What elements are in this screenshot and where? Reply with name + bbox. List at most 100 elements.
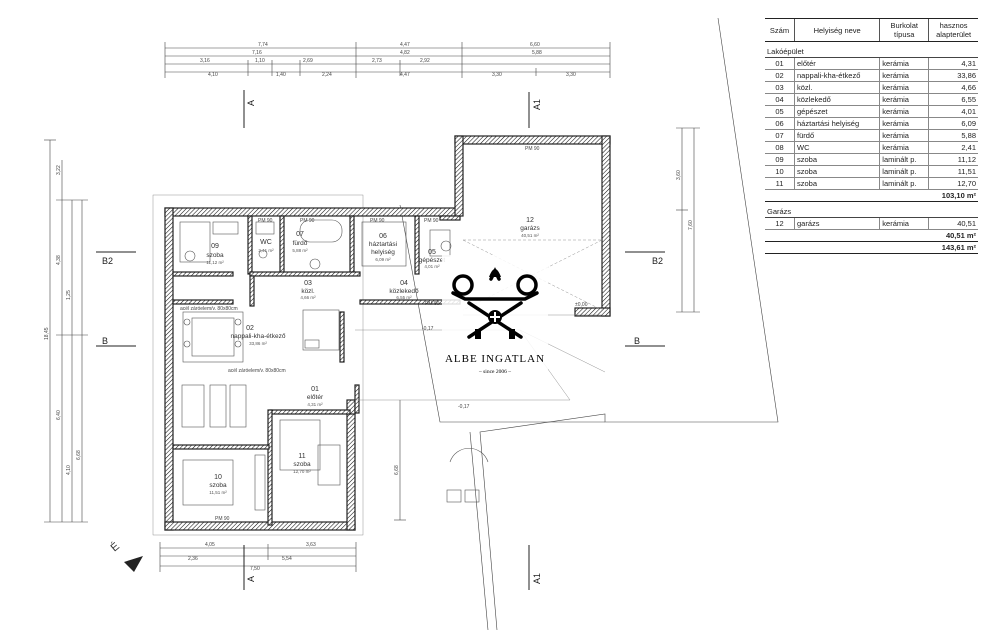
svg-text:4,82: 4,82 <box>400 50 410 56</box>
svg-text:2,92: 2,92 <box>420 58 430 64</box>
svg-text:3,63: 3,63 <box>306 542 316 548</box>
room-11-label: 11 szoba 12,70 m² <box>293 453 311 474</box>
svg-text:-0,17: -0,17 <box>422 326 434 332</box>
svg-text:gépészet: gépészet <box>419 257 446 264</box>
svg-text:05: 05 <box>428 249 436 256</box>
schedule-group-header: Lakóépület <box>765 41 978 58</box>
cell-name: nappali-kha-étkező <box>794 69 880 82</box>
svg-text:11: 11 <box>298 453 305 460</box>
svg-text:33,86 m²: 33,86 m² <box>249 341 267 346</box>
svg-text:ALBE INGATLAN: ALBE INGATLAN <box>445 353 545 365</box>
svg-text:A: A <box>246 576 256 582</box>
svg-text:2,24: 2,24 <box>322 72 332 78</box>
svg-text:B: B <box>102 336 108 346</box>
svg-text:közlekedő: közlekedő <box>389 288 419 295</box>
svg-text:4,38: 4,38 <box>56 255 62 265</box>
cell-area: 6,09 <box>928 117 978 130</box>
svg-text:04: 04 <box>400 280 408 287</box>
plan-notes: PM 90 PM 90 PM 90 PM 90 PM 90 PM 90 PM 9… <box>180 146 588 522</box>
cell-name: gépészet <box>794 105 880 118</box>
svg-text:PM 90: PM 90 <box>425 301 440 307</box>
room-07-label: 07 fürdő 5,88 m² <box>292 231 308 253</box>
svg-text:3,30: 3,30 <box>492 72 502 78</box>
svg-text:B2: B2 <box>102 256 113 266</box>
svg-text:6,60: 6,60 <box>530 42 540 48</box>
right-dimension-chains <box>394 127 700 521</box>
svg-text:WC: WC <box>260 239 272 246</box>
left-dimension-chains <box>44 139 88 523</box>
cell-name: fürdő <box>794 129 880 142</box>
right-dimension-labels: 3,60 7,60 6,68 <box>394 170 694 475</box>
section-lines <box>96 90 665 590</box>
north-arrow: É <box>108 540 143 572</box>
svg-text:±0,00: ±0,00 <box>575 302 588 308</box>
svg-text:PM 90: PM 90 <box>370 218 385 224</box>
cell-num: 07 <box>765 129 795 142</box>
svg-text:3,60: 3,60 <box>676 170 682 180</box>
svg-text:2,36: 2,36 <box>188 556 198 562</box>
cell-floor: kerámia <box>879 141 929 154</box>
svg-text:4,47: 4,47 <box>400 42 410 48</box>
svg-text:5,88: 5,88 <box>532 50 542 56</box>
svg-text:1,25: 1,25 <box>66 290 72 300</box>
svg-text:2,41 m²: 2,41 m² <box>258 248 274 253</box>
cell-floor: laminált p. <box>879 177 929 190</box>
svg-text:1,40: 1,40 <box>276 72 286 78</box>
svg-text:B: B <box>634 336 640 346</box>
cell-floor: kerámia <box>879 57 929 70</box>
cell-num: 06 <box>765 117 795 130</box>
svg-text:PM 90: PM 90 <box>525 146 540 152</box>
cell-num: 09 <box>765 153 795 166</box>
top-dimension-chains <box>164 42 611 78</box>
cell-floor: kerámia <box>879 117 929 130</box>
svg-text:A: A <box>246 100 256 106</box>
svg-text:fürdő: fürdő <box>293 240 308 247</box>
svg-text:1,10: 1,10 <box>255 58 265 64</box>
cell-area: 40,51 <box>928 217 978 230</box>
cell-name: előtér <box>794 57 880 70</box>
svg-text:3,22: 3,22 <box>56 165 62 175</box>
svg-text:4,47: 4,47 <box>400 72 410 78</box>
svg-text:3,30: 3,30 <box>566 72 576 78</box>
svg-text:– since 2006 –: – since 2006 – <box>478 369 511 375</box>
schedule-group-header: Garázs <box>765 201 978 218</box>
group-title: Lakóépület <box>765 41 978 58</box>
svg-text:11,51 m²: 11,51 m² <box>209 490 227 495</box>
room-12-label: 12 garázs 40,51 m² <box>520 217 540 238</box>
svg-text:4,31 m²: 4,31 m² <box>307 402 323 407</box>
svg-text:01: 01 <box>311 386 319 393</box>
top-dimension-labels: 7,74 4,47 6,60 7,16 4,82 5,88 3,16 1,10 … <box>200 42 576 78</box>
svg-text:szoba: szoba <box>293 461 311 468</box>
svg-text:5,88 m²: 5,88 m² <box>292 248 308 253</box>
interior-walls <box>172 215 461 526</box>
header-name: Helyiség neve <box>794 18 880 42</box>
cell-area: 11,51 <box>928 165 978 178</box>
svg-text:40,51 m²: 40,51 m² <box>521 233 539 238</box>
schedule-total-row: 143,61 m² <box>765 241 978 254</box>
svg-text:szoba: szoba <box>209 482 227 489</box>
svg-text:18,45: 18,45 <box>44 327 50 340</box>
cell-floor: kerámia <box>879 105 929 118</box>
furniture <box>179 219 489 511</box>
cell-num: 02 <box>765 69 795 82</box>
cell-num: 08 <box>765 141 795 154</box>
svg-text:03: 03 <box>304 280 312 287</box>
svg-text:PM 90: PM 90 <box>300 218 315 224</box>
svg-text:4,66 m²: 4,66 m² <box>300 295 316 300</box>
svg-text:3,16: 3,16 <box>200 58 210 64</box>
svg-text:garázs: garázs <box>520 225 540 232</box>
svg-text:előtér: előtér <box>307 394 324 401</box>
cell-name: háztartási helyiség <box>794 117 880 130</box>
